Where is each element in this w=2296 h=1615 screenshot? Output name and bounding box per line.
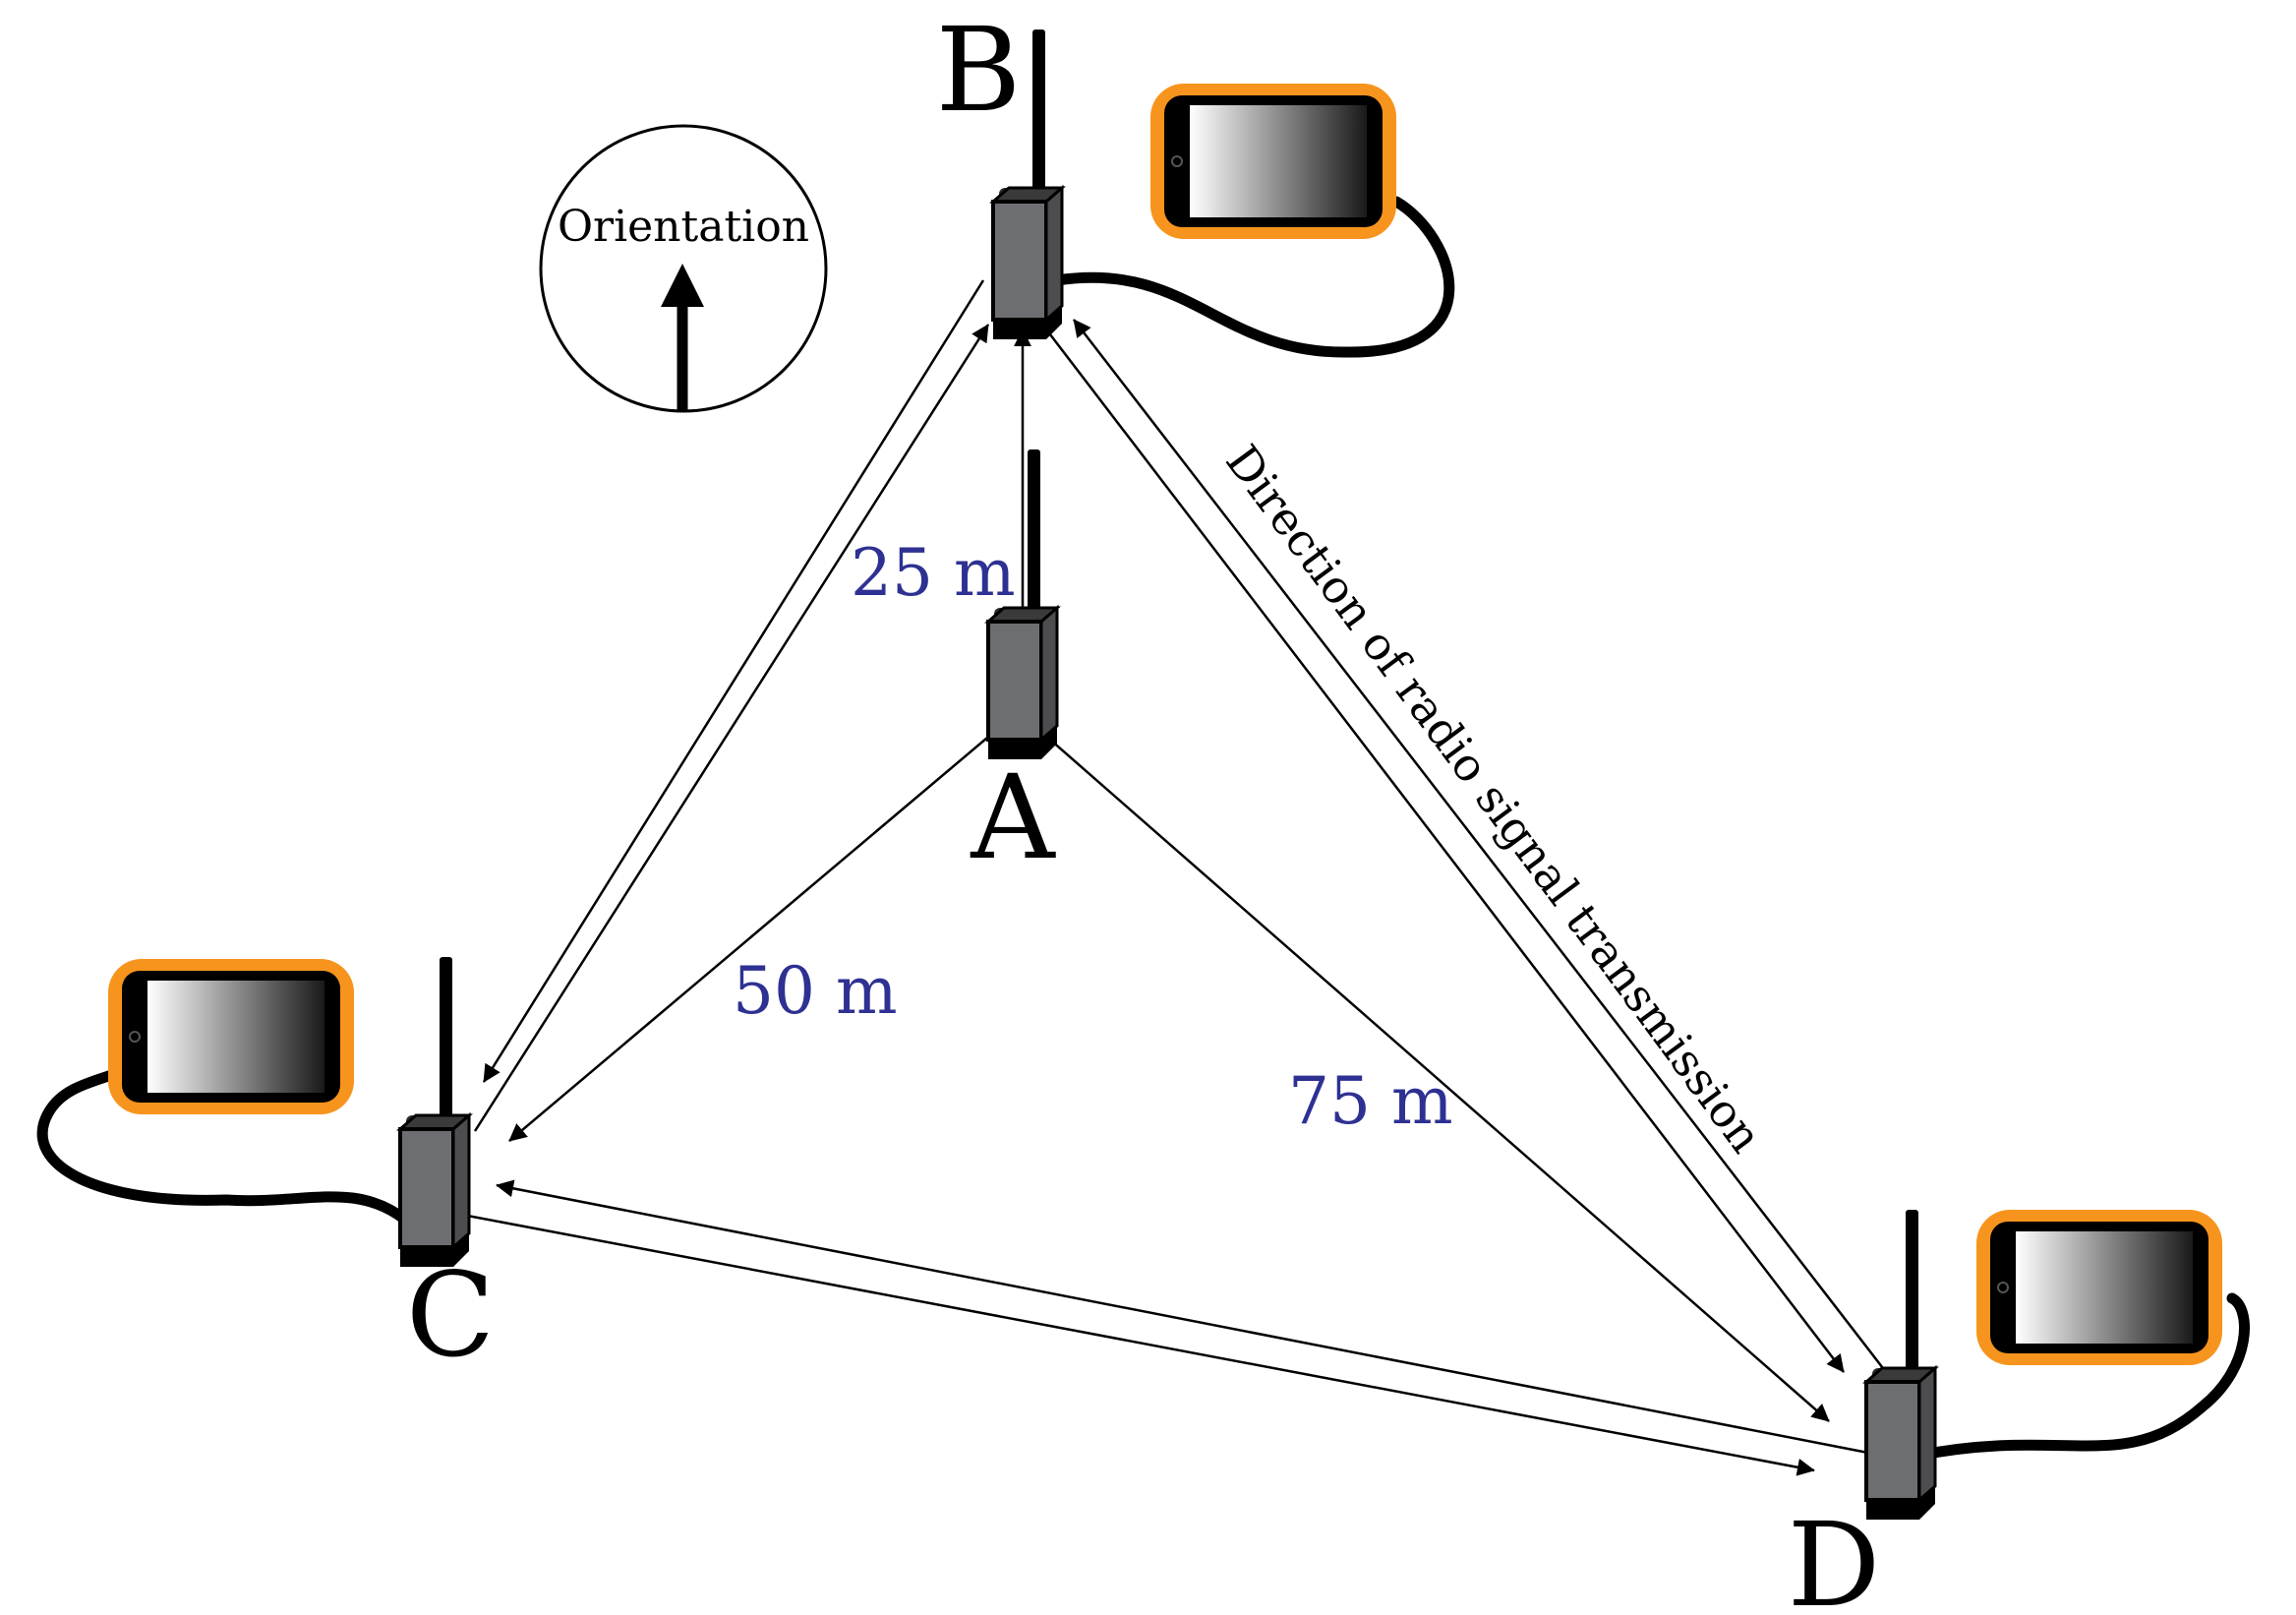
link-a-d xyxy=(1041,732,1830,1422)
link-b-c-2 xyxy=(473,324,990,1132)
signal-links xyxy=(461,279,1887,1476)
tablet-c xyxy=(107,958,355,1115)
tablet-d xyxy=(1975,1209,2223,1366)
link-c-d-1 xyxy=(496,1179,1874,1456)
cable-d xyxy=(1912,1292,2250,1462)
tablet-b xyxy=(1149,83,1397,240)
link-b-d-1 xyxy=(1027,304,1845,1373)
cable-b xyxy=(1051,196,1455,358)
direction-label: Direction of radio signal transmission xyxy=(1215,435,1773,1162)
node-label-c: C xyxy=(406,1247,495,1383)
node-label-d: D xyxy=(1788,1497,1881,1615)
orientation-label: Orientation xyxy=(558,202,809,252)
distance-label-ac: 50 m xyxy=(733,953,898,1029)
distance-label-ad: 75 m xyxy=(1288,1063,1453,1139)
link-b-d-2 xyxy=(1073,319,1887,1373)
orientation-compass: Orientation xyxy=(539,124,828,413)
distance-label-ab: 25 m xyxy=(851,535,1016,611)
node-label-b: B xyxy=(936,2,1022,138)
link-a-c xyxy=(508,732,994,1142)
link-b-c-1 xyxy=(482,279,985,1083)
radio-c xyxy=(398,955,471,1269)
link-c-d-2 xyxy=(461,1213,1815,1476)
radio-d xyxy=(1864,1208,1937,1522)
cable-c xyxy=(36,1066,411,1226)
node-label-a: A xyxy=(970,749,1056,885)
